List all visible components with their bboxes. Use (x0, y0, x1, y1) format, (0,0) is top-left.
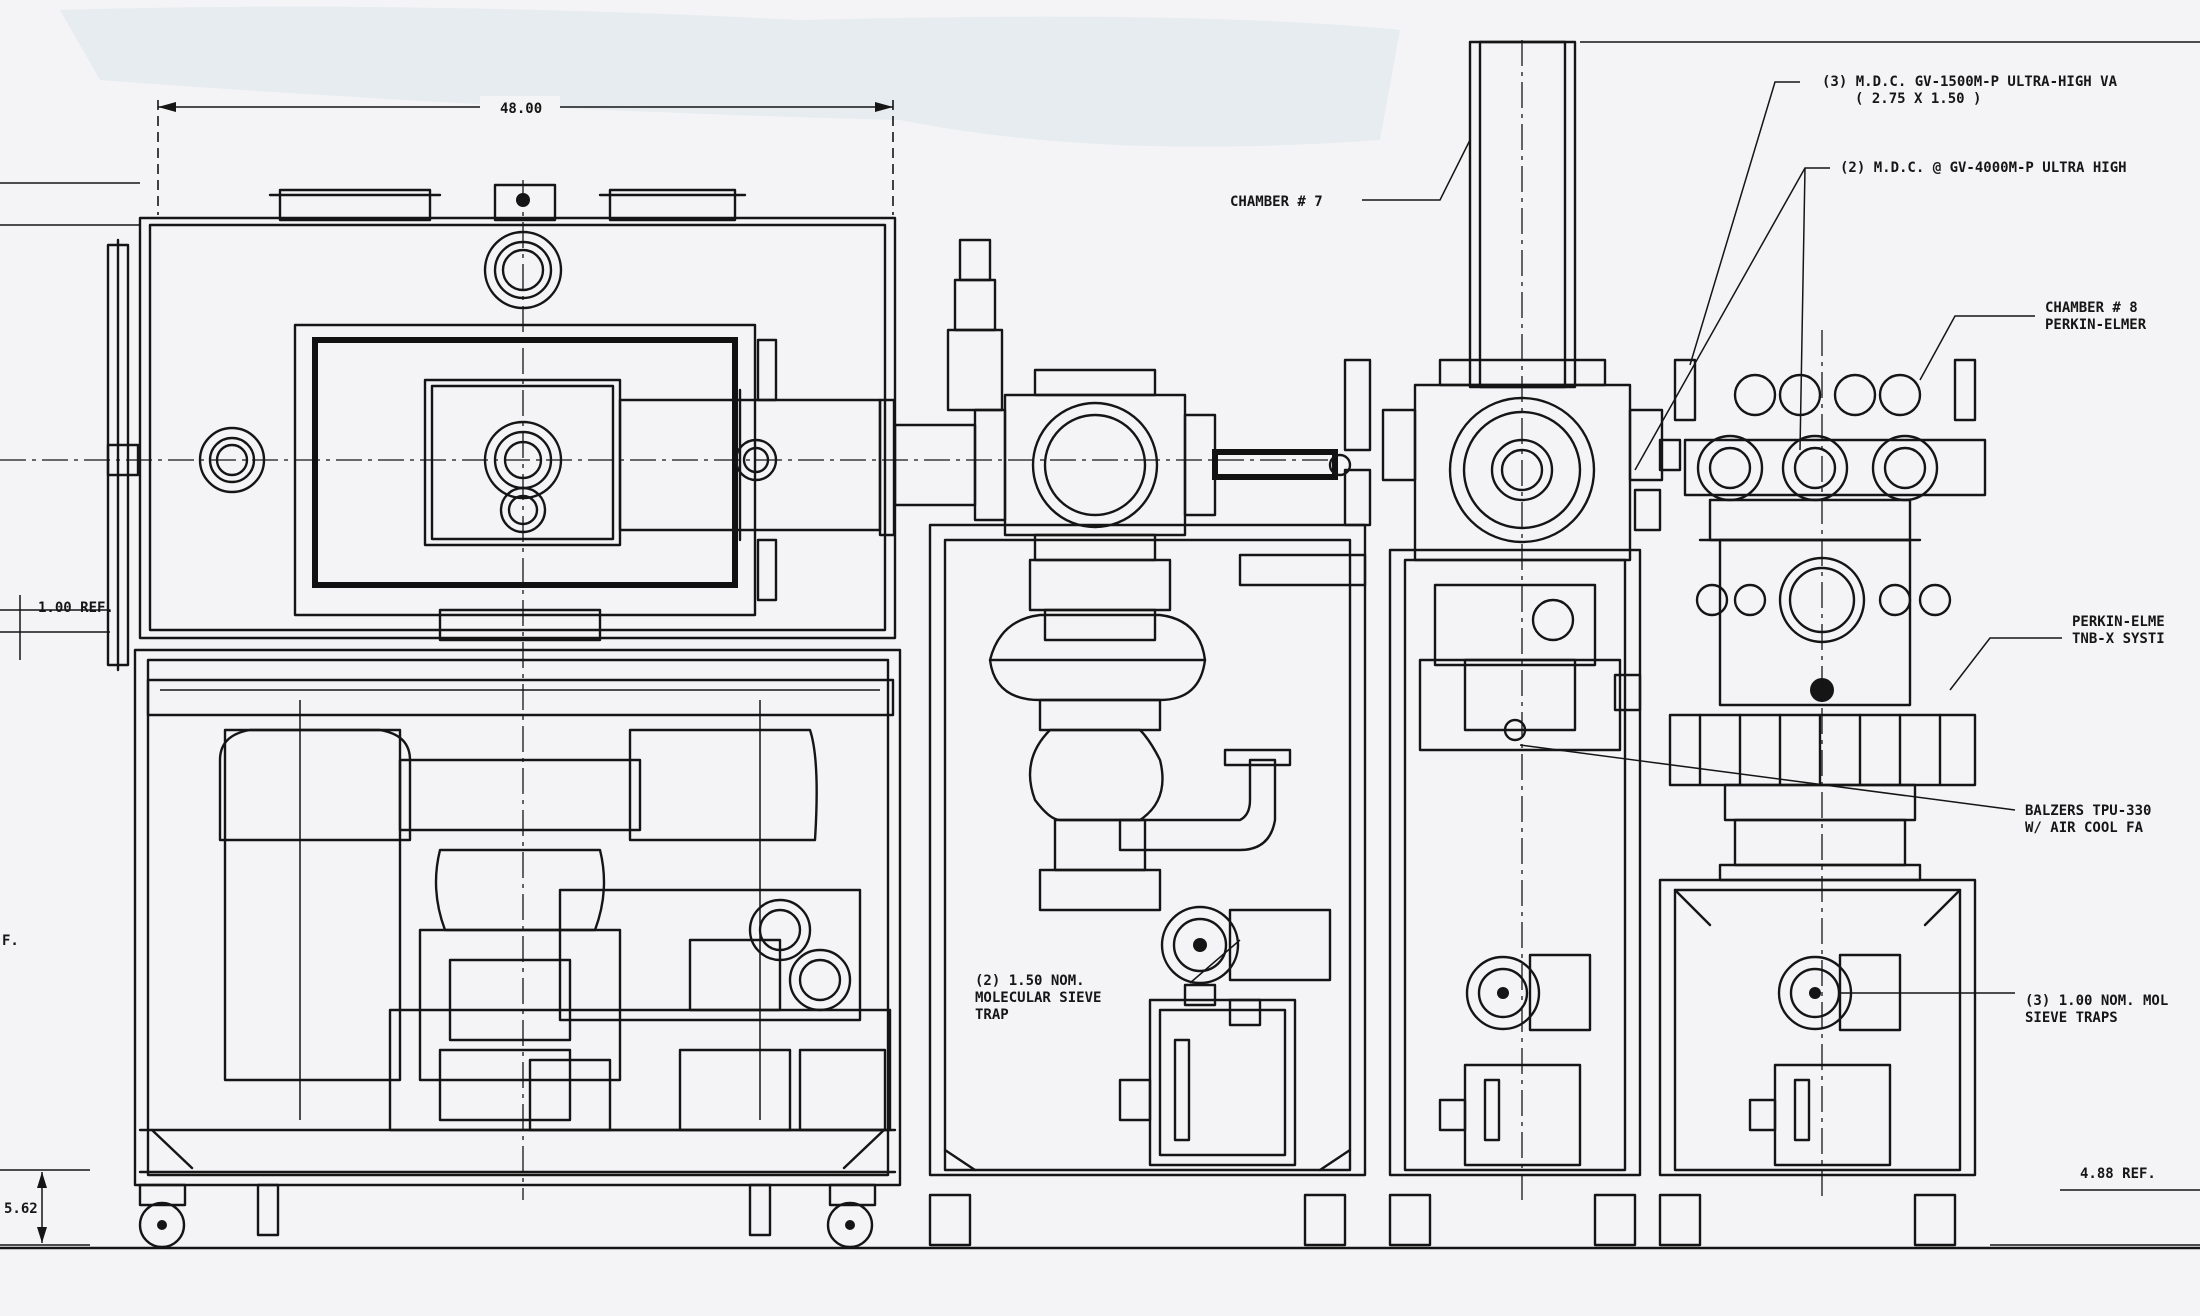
balzers-label-line1: BALZERS TPU-330 (2025, 803, 2151, 819)
chamber-7-module (1343, 40, 1682, 1247)
perkin-elmer-label-line1: PERKIN-ELME (2072, 614, 2165, 630)
sieve-trap-left-line2: MOLECULAR SIEVE (975, 990, 1101, 1006)
bottom-left-dimension-label: 5.62 (4, 1201, 38, 1217)
sieve-trap-right-line2: SIEVE TRAPS (2025, 1010, 2118, 1026)
middle-module (893, 238, 1367, 1247)
sieve-trap-left-line3: TRAP (975, 1007, 1009, 1023)
glovebox-module (106, 180, 902, 1249)
edge-fragment-label: F. (2, 933, 19, 949)
bottom-right-dimension (1990, 1189, 2200, 1246)
left-ref-label: 1.00 REF. (38, 600, 114, 616)
bottom-right-dimension-label: 4.88 REF. (2080, 1166, 2156, 1182)
valve-callout-3-line2: ( 2.75 X 1.50 ) (1855, 91, 1981, 107)
overall-width-dimension (157, 96, 894, 215)
valve-callout-3-line1: (3) M.D.C. GV-1500M-P ULTRA-HIGH VA (1822, 74, 2118, 90)
sieve-trap-right-line1: (3) 1.00 NOM. MOL (2025, 993, 2168, 1009)
chamber-8-label-line2: PERKIN-ELMER (2045, 317, 2147, 333)
chamber-8-module (1658, 330, 1987, 1247)
left-ref-dimension (0, 595, 110, 660)
chamber-7-label: CHAMBER # 7 (1230, 194, 1323, 210)
paper-smudge (60, 6, 1400, 147)
chamber-8-label-line1: CHAMBER # 8 (2045, 300, 2138, 316)
perkin-elmer-label-line2: TNB-X SYSTI (2072, 631, 2165, 647)
bottom-left-dimension (0, 1169, 90, 1246)
leader-lines (1189, 81, 2062, 994)
valve-callout-2: (2) M.D.C. @ GV-4000M-P ULTRA HIGH (1840, 160, 2127, 176)
overall-width-label: 48.00 (500, 101, 542, 117)
sieve-trap-left-line1: (2) 1.50 NOM. (975, 973, 1085, 989)
balzers-label-line2: W/ AIR COOL FA (2025, 820, 2144, 836)
